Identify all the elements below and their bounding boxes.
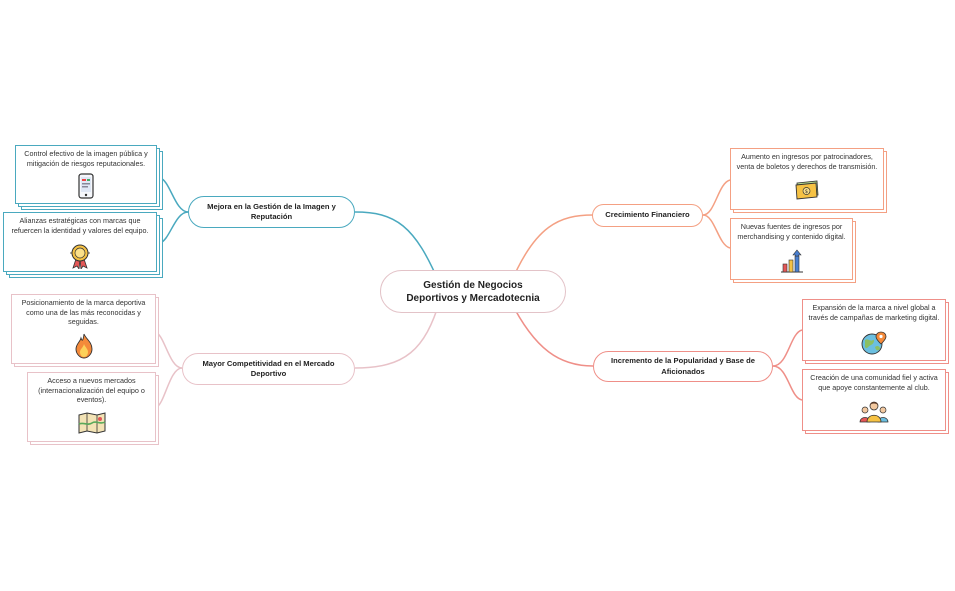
card-financiero-2-text: Nuevas fuentes de ingresos por merchandi… [737,222,846,241]
link-root-competitividad [354,299,441,369]
link-imagen-card1 [159,177,189,213]
card-competitividad-1[interactable]: Posicionamiento de la marca deportiva co… [11,294,159,367]
branch-financiero-label: Crecimiento Financiero [605,210,690,220]
branch-competitividad[interactable]: Mayor Competitividad en el Mercado Depor… [182,353,355,385]
card-imagen-1[interactable]: Control efectivo de la imagen pública y … [15,145,163,210]
card-imagen-1-text: Control efectivo de la imagen pública y … [24,149,148,168]
link-fin-card1 [702,179,731,216]
link-imagen-card2 [159,211,189,244]
branch-competitividad-label: Mayor Competitividad en el Mercado Depor… [202,358,335,378]
branch-crecimiento-financiero[interactable]: Crecimiento Financiero [592,204,703,227]
card-popularidad-2[interactable]: Creación de una comunidad fiel y activa … [802,369,949,434]
central-topic-line1: Gestión de Negocios [423,279,523,291]
link-root-financiero [509,214,594,286]
fire-icon [75,333,92,359]
svg-text:$: $ [805,189,808,195]
map-icon [78,412,105,434]
link-comp-card2 [156,367,183,408]
globe-pin-icon [861,331,887,355]
card-popularidad-1-text: Expansión de la marca a nivel global a t… [808,303,940,322]
card-popularidad-2-text: Creación de una comunidad fiel y activa … [810,373,938,392]
card-financiero-1[interactable]: Aumento en ingresos por patrocinadores, … [730,148,887,213]
card-imagen-2-text: Alianzas estratégicas con marcas que ref… [11,216,149,235]
medal-icon [70,244,90,269]
card-financiero-1-text: Aumento en ingresos por patrocinadores, … [736,152,878,171]
card-competitividad-2-text: Acceso a nuevos mercados (internacionali… [38,376,145,404]
link-comp-card1 [156,332,183,369]
central-topic-line2: Deportivos y Mercadotecnia [406,292,540,304]
branch-popularidad-label: Incremento de la Popularidad y Base de A… [611,356,755,376]
growth-chart-icon [780,249,803,273]
card-popularidad-1[interactable]: Expansión de la marca a nivel global a t… [802,299,949,364]
central-topic[interactable]: Gestión de Negocios Deportivos y Mercado… [380,270,566,313]
link-root-popularidad [509,299,594,367]
card-imagen-2[interactable]: Alianzas estratégicas con marcas que ref… [3,212,163,278]
link-pop-card2 [772,365,803,401]
link-pop-card1 [772,329,803,367]
link-root-imagen [354,211,441,286]
card-competitividad-2[interactable]: Acceso a nuevos mercados (internacionali… [27,372,159,445]
community-icon [859,401,889,423]
branch-imagen-label: Mejora en la Gestión de la Imagen y Repu… [207,201,336,221]
card-competitividad-1-text: Posicionamiento de la marca deportiva co… [21,298,146,326]
branch-popularidad[interactable]: Incremento de la Popularidad y Base de A… [593,351,773,382]
card-financiero-2[interactable]: Nuevas fuentes de ingresos por merchandi… [730,218,856,283]
money-icon: $ [795,180,819,200]
smartphone-icon [78,173,94,199]
branch-imagen-reputacion[interactable]: Mejora en la Gestión de la Imagen y Repu… [188,196,355,228]
link-fin-card2 [702,214,731,249]
